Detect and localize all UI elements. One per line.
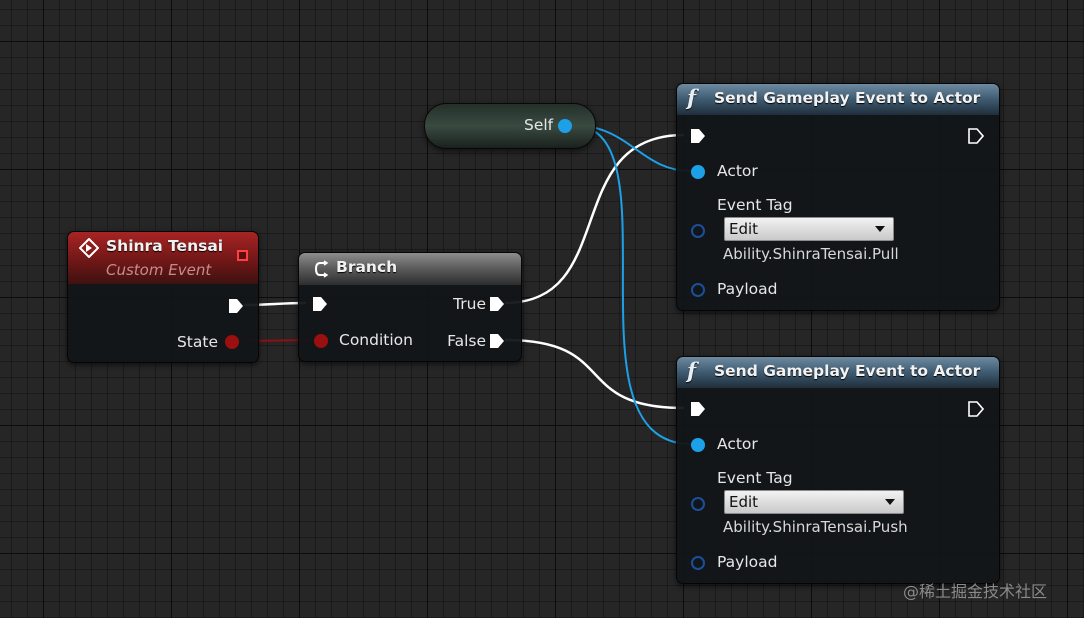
event-tag-combo[interactable]: Edit (724, 490, 904, 514)
payload-pin[interactable] (691, 556, 705, 570)
branch-exec-in-pin[interactable] (312, 296, 328, 312)
event-tag-pin[interactable] (691, 224, 705, 238)
watermark: @稀土掘金技术社区 (903, 582, 1048, 601)
event-tag-label: Event Tag (717, 196, 793, 214)
event-tag-pin[interactable] (691, 497, 705, 511)
actor-pin-label: Actor (717, 162, 758, 180)
function-icon: f (687, 85, 697, 110)
state-pin-label: State (176, 333, 218, 351)
state-pin[interactable] (225, 335, 239, 349)
wire-false-to-send-2-exec[interactable] (504, 338, 685, 410)
send-exec-in-pin[interactable] (690, 401, 706, 417)
event-diamond-icon (79, 238, 99, 258)
send-node-header[interactable]: f Send Gameplay Event to Actor (677, 357, 999, 388)
wire-true-to-send-1-exec[interactable] (504, 133, 685, 305)
actor-pin-label: Actor (717, 435, 758, 453)
self-pin-label: Self (524, 116, 554, 134)
branch-node-header[interactable]: Branch (299, 253, 521, 285)
event-delegate-pin[interactable] (237, 250, 248, 261)
function-icon: f (687, 358, 697, 383)
self-pin[interactable] (558, 119, 572, 133)
branch-icon (314, 260, 329, 278)
custom-event-node[interactable]: Shinra Tensai Custom Event State (67, 231, 259, 363)
send-node-header[interactable]: f Send Gameplay Event to Actor (677, 84, 999, 115)
false-exec-out-pin[interactable] (489, 333, 505, 349)
send-node-title: Send Gameplay Event to Actor (714, 362, 981, 380)
event-node-header[interactable]: Shinra Tensai Custom Event (68, 232, 258, 284)
chevron-down-icon (885, 499, 895, 505)
payload-pin-label: Payload (717, 553, 778, 571)
actor-pin[interactable] (691, 438, 705, 452)
event-tag-combo-text: Edit (729, 493, 759, 511)
condition-pin[interactable] (314, 334, 328, 348)
event-tag-combo[interactable]: Edit (724, 217, 894, 241)
send-node-title: Send Gameplay Event to Actor (714, 89, 981, 107)
event-tag-value: Ability.ShinraTensai.Pull (723, 245, 899, 263)
event-node-subtitle: Custom Event (106, 261, 212, 279)
payload-pin-label: Payload (717, 280, 778, 298)
send-exec-out-pin[interactable] (968, 128, 984, 144)
event-tag-combo-text: Edit (729, 220, 759, 238)
send-exec-in-pin[interactable] (690, 128, 706, 144)
wire-self-to-actor-2[interactable] (571, 124, 692, 445)
false-pin-label: False (447, 332, 486, 350)
actor-pin[interactable] (691, 165, 705, 179)
send-exec-out-pin[interactable] (968, 401, 984, 417)
payload-pin[interactable] (691, 283, 705, 297)
event-node-title: Shinra Tensai (106, 237, 224, 255)
chevron-down-icon (875, 226, 885, 232)
self-reference-node[interactable]: Self (424, 103, 596, 149)
event-tag-value: Ability.ShinraTensai.Push (723, 518, 908, 536)
event-tag-label: Event Tag (717, 469, 793, 487)
condition-pin-label: Condition (339, 331, 413, 349)
event-exec-out-pin[interactable] (228, 298, 244, 314)
true-pin-label: True (453, 295, 486, 313)
branch-node-title: Branch (336, 258, 398, 276)
true-exec-out-pin[interactable] (489, 296, 505, 312)
send-gameplay-event-node-pull[interactable]: f Send Gameplay Event to Actor Actor Eve… (676, 83, 1000, 311)
branch-node[interactable]: Branch Condition True False (298, 252, 522, 362)
send-gameplay-event-node-push[interactable]: f Send Gameplay Event to Actor Actor Eve… (676, 356, 1000, 584)
